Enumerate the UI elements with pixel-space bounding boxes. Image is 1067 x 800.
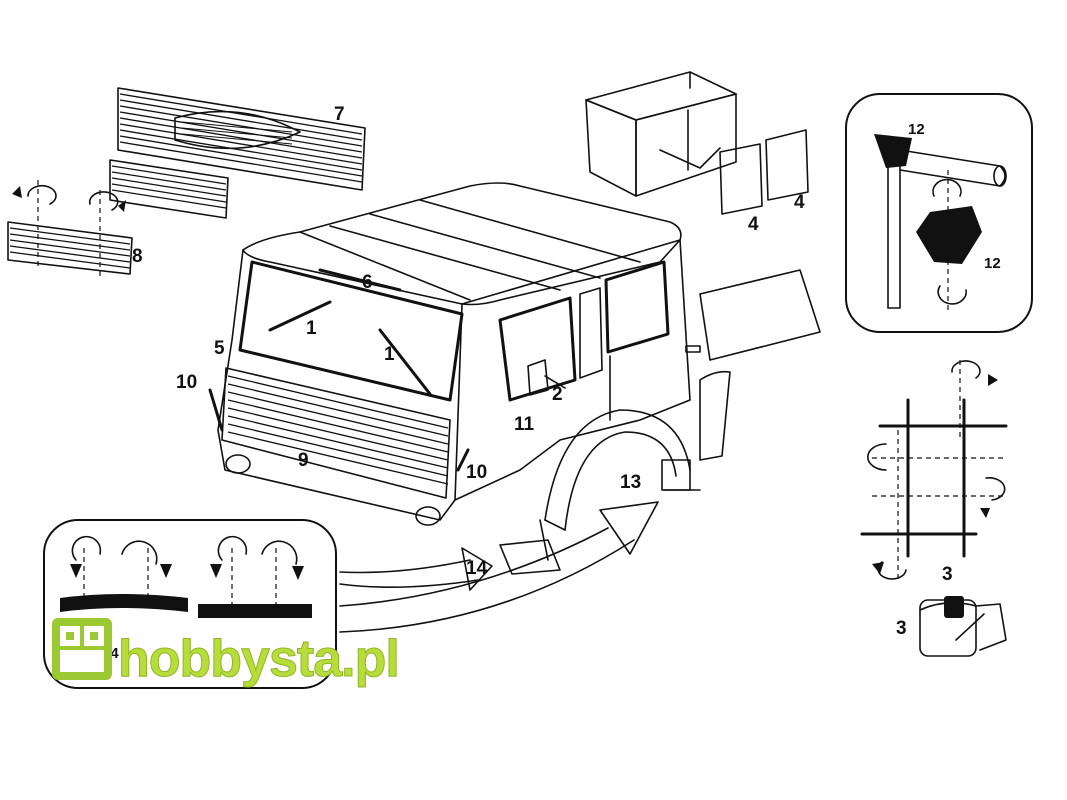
label-3-part: 3 [896,618,907,639]
label-2: 2 [552,384,563,405]
label-12-bottom: 12 [984,255,1001,272]
truck-cab [208,182,821,575]
grille-piece-middle [109,159,229,219]
inset-part-12 [845,93,1033,333]
label-1-right: 1 [384,344,395,365]
watermark: hobbysta.pl [52,618,400,689]
label-14-main: 14 [466,558,488,579]
label-7: 7 [334,104,345,125]
part-labels: 7 8 6 1 1 5 10 9 10 11 2 13 14 4 4 12 12… [102,104,1001,662]
label-6: 6 [362,272,373,293]
label-4-right: 4 [794,192,805,213]
grille-part-7 [117,87,366,191]
label-10-left: 10 [176,372,197,393]
label-3-grid: 3 [942,564,953,585]
watermark-text: hobbysta.pl [118,630,399,688]
inset-part-14 [43,519,337,689]
label-8: 8 [132,246,143,267]
grille-part-8 [7,180,133,280]
label-11: 11 [514,414,535,435]
label-13: 13 [620,472,641,493]
label-10-right: 10 [466,462,487,483]
watermark-logo [52,618,112,680]
label-12-top: 12 [908,121,925,138]
label-9: 9 [298,450,309,471]
label-1-left: 1 [306,318,317,339]
storage-box-4 [585,71,809,215]
part-3-diagram [860,360,1008,657]
label-4-left: 4 [748,214,759,235]
label-5: 5 [214,338,225,359]
indicator-arrows [339,501,659,633]
